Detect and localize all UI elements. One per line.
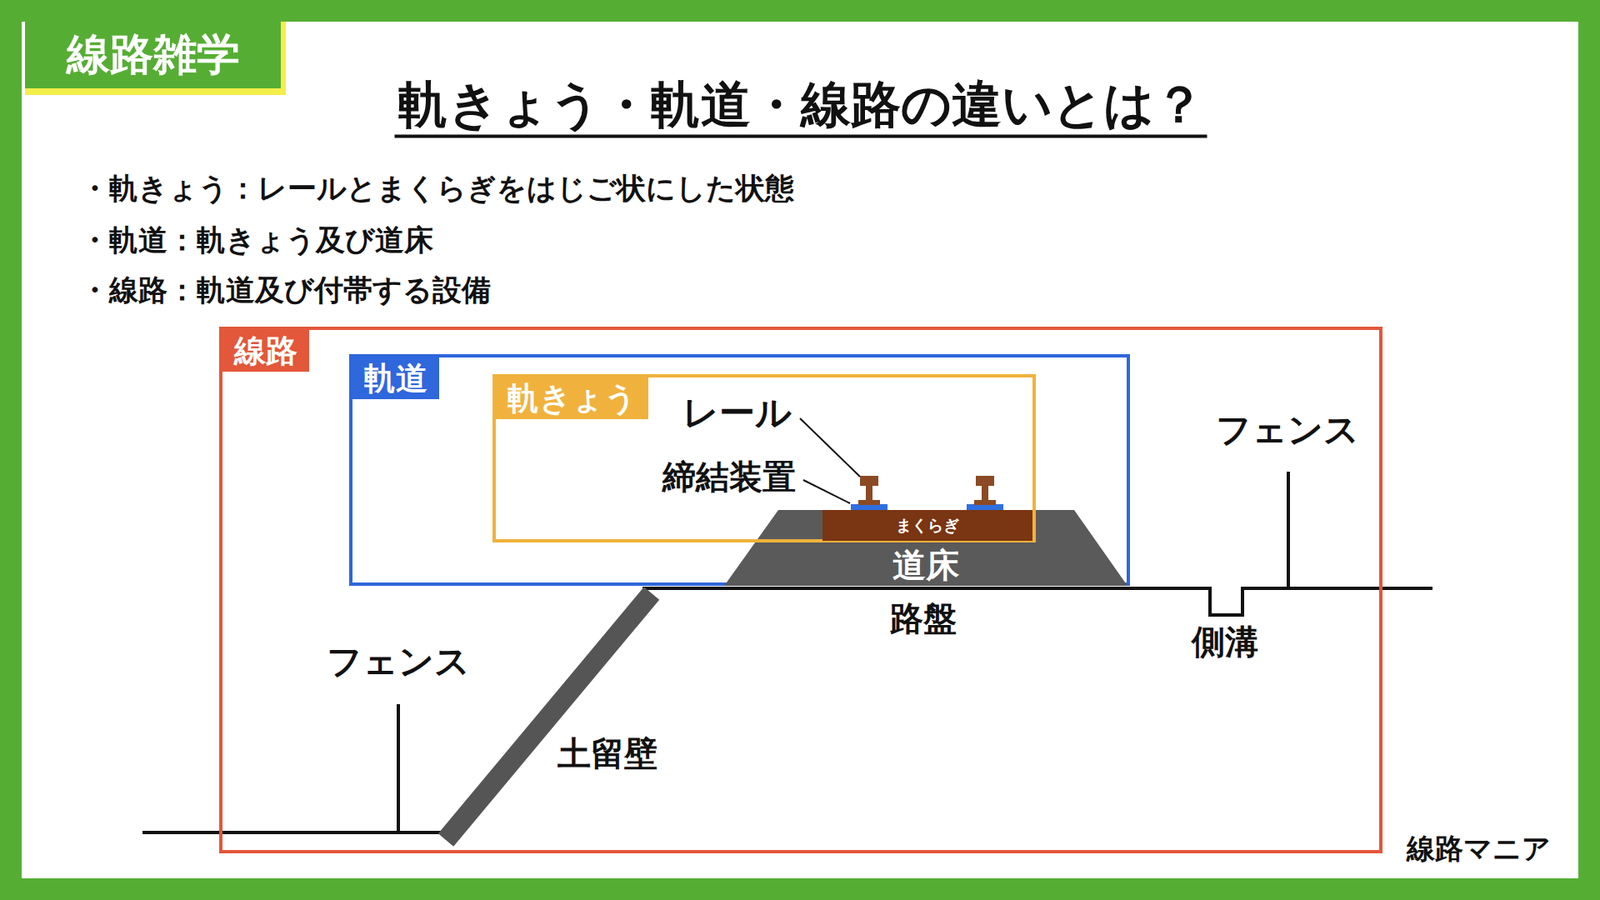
region-box: まくらぎ 軌きょう道床 軌道線路 xyxy=(219,326,1383,854)
definition-line: ・線路：軌道及び付帯する設備 xyxy=(80,273,491,307)
upper-ground-line xyxy=(642,588,1433,615)
lower-ground-line xyxy=(142,830,446,835)
rail xyxy=(850,475,888,510)
leader-lines xyxy=(800,418,860,504)
part-label: 締結装置 xyxy=(662,457,796,496)
rail-head xyxy=(975,475,995,486)
part-label: 路盤 xyxy=(890,599,957,638)
ground-lines xyxy=(142,471,1433,833)
part-label: 側溝 xyxy=(1191,622,1259,661)
region-tab: 軌道 xyxy=(352,357,440,400)
ballast-fill xyxy=(724,510,1128,586)
leader-line xyxy=(800,418,860,477)
rail-foot xyxy=(858,500,880,505)
fastener xyxy=(966,504,1004,510)
fence-post xyxy=(396,704,400,833)
region-box: まくらぎ 軌きょう xyxy=(492,374,1036,543)
rail-web xyxy=(981,485,989,501)
region-tab: 軌きょう xyxy=(495,377,649,420)
region-box: まくらぎ 軌きょう道床 軌道 xyxy=(349,354,1130,586)
definition-line: ・軌きょう：レールとまくらぎをはじご状にした状態 xyxy=(80,171,795,205)
fastener xyxy=(850,504,888,510)
retaining-wall xyxy=(445,593,652,840)
page-title: 軌きょう・軌道・線路の違いとは？ xyxy=(395,75,1208,139)
leader-line xyxy=(803,480,850,504)
page-ground xyxy=(21,21,1579,879)
part-label: レール xyxy=(682,392,792,434)
rail xyxy=(966,475,1004,510)
part-label: 土留壁 xyxy=(557,734,658,773)
corner-tab: 線路雑学 xyxy=(25,21,286,95)
watermark: 線路マニア xyxy=(1406,832,1551,865)
rail-head xyxy=(860,475,879,486)
part-label: フェンス xyxy=(326,641,470,682)
shape-label: 道床 xyxy=(892,545,960,585)
sleeper-bar: まくらぎ xyxy=(822,510,1033,541)
definition-line: ・軌道：軌きょう及び道床 xyxy=(80,223,434,257)
fence-post xyxy=(1286,471,1290,589)
rail-foot xyxy=(974,500,996,505)
region-tab: 線路 xyxy=(222,330,310,372)
rail-web xyxy=(865,485,873,501)
part-label: フェンス xyxy=(1215,410,1360,450)
shape-label: まくらぎ xyxy=(895,516,960,535)
rails xyxy=(850,475,1004,510)
